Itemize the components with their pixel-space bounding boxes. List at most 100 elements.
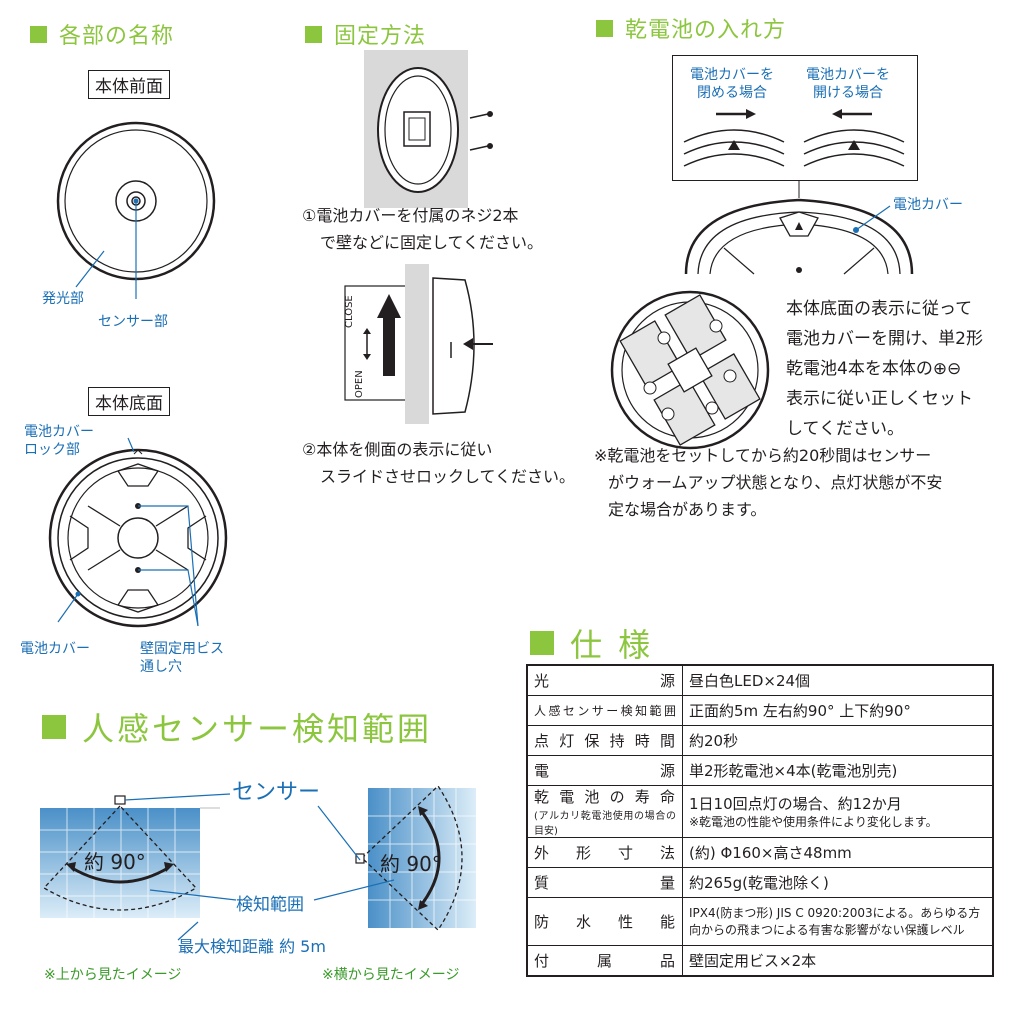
front-view-illustration — [56, 121, 216, 299]
heading-mount: 固定方法 — [305, 18, 426, 50]
table-row: 人感センサー検知範囲正面約5m 左右約90° 上下約90° — [526, 695, 994, 726]
mount-open-label: OPEN — [354, 370, 365, 398]
max-distance-label: 最大検知距離 約 5m — [178, 933, 326, 957]
spec-value-subtext: 向からの飛まつによる有害な影響がない保護レベル — [689, 922, 965, 937]
cover-slide-details — [683, 109, 905, 167]
heading-square-icon — [305, 25, 322, 43]
table-row: 光源昼白色LED×24個 — [526, 664, 994, 696]
spec-key: 点灯保持時間 — [526, 725, 683, 756]
spec-value-subtext: ※乾電池の性能や使用条件により変化します。 — [689, 814, 938, 829]
open-cover-line1: 電池カバーを — [806, 67, 890, 83]
heading-mount-text: 固定方法 — [334, 24, 427, 49]
battery-note-line2: がウォームアップ状態となり、点灯状態が不安 — [608, 473, 943, 492]
battery-text-line3: 乾電池4本を本体の⊕⊖ — [786, 359, 962, 379]
spec-value: IPX4(防まつ形) JIS C 0920:2003による。あらゆる方向からの飛… — [682, 897, 994, 946]
table-row: 電源単2形乾電池×4本(乾電池別売) — [526, 755, 994, 786]
close-cover-line1: 電池カバーを — [690, 67, 774, 83]
spec-value: 1日10回点灯の場合、約12か月※乾電池の性能や使用条件により変化します。 — [682, 785, 994, 838]
heading-square-icon — [30, 25, 47, 43]
light-emitter-label: 発光部 — [42, 291, 84, 307]
table-row: 乾電池の寿命(アルカリ乾電池使用の場合の目安)1日10回点灯の場合、約12か月※… — [526, 785, 994, 838]
close-cover-line2: 閉める場合 — [697, 85, 767, 101]
spec-value-text: IPX4(防まつ形) JIS C 0920:2003による。あらゆる方 — [689, 905, 981, 920]
spec-value: 正面約5m 左右約90° 上下約90° — [682, 695, 994, 726]
heading-spec: 仕 様 — [530, 620, 653, 666]
mount-step1-line1: ①電池カバーを付属のネジ2本 — [302, 206, 519, 225]
sensor-part-label: センサー部 — [98, 314, 168, 330]
spec-key: 光源 — [526, 664, 683, 696]
front-view-label: 本体前面 — [88, 70, 170, 99]
table-row: 質量約265g(乾電池除く) — [526, 867, 994, 898]
heading-square-icon — [596, 19, 613, 37]
open-cover-line2: 開ける場合 — [813, 85, 883, 101]
spec-key-text: 乾電池の寿命 — [534, 788, 676, 806]
table-row: 外形寸法(約) Φ160×高さ48mm — [526, 837, 994, 868]
lock-label-line1: 電池カバー — [24, 424, 94, 440]
battery-note-line3: 定な場合があります。 — [608, 500, 767, 519]
spec-value: 約20秒 — [682, 725, 994, 756]
heading-square-icon — [42, 715, 66, 739]
spec-key: 乾電池の寿命 (アルカリ乾電池使用の場合の目安) — [526, 785, 683, 838]
battery-cover-guide-box — [672, 55, 918, 181]
spec-key: 外形寸法 — [526, 837, 683, 868]
heading-sensor: 人感センサー検知範囲 — [42, 704, 432, 750]
spec-key: 電源 — [526, 755, 683, 786]
heading-square-icon — [530, 631, 554, 655]
heading-sensor-text: 人感センサー検知範囲 — [82, 710, 433, 748]
mount-step2-line1: ②本体を側面の表示に従い — [302, 440, 493, 459]
sensor-range-top-view — [40, 793, 231, 918]
battery-text-line2: 電池カバーを開け、単2形 — [786, 329, 983, 349]
mount-step1-line2: で壁などに固定してください。 — [320, 233, 544, 252]
battery-text-line5: してください。 — [786, 419, 904, 439]
heading-parts-text: 各部の名称 — [59, 24, 175, 49]
lock-label: 電池カバーロック部 — [24, 423, 94, 459]
sensor-label: センサー — [232, 780, 321, 805]
spec-key: 人感センサー検知範囲 — [526, 695, 683, 726]
spec-key: 質量 — [526, 867, 683, 898]
spec-value-text: 1日10回点灯の場合、約12か月 — [689, 794, 902, 813]
table-row: 付属品壁固定用ビス×2本 — [526, 945, 994, 977]
mount-step1: ①電池カバーを付属のネジ2本で壁などに固定してください。 — [302, 202, 543, 256]
screw-hole-label: 壁固定用ビス通し穴 — [140, 640, 224, 676]
battery-installation-illustration — [610, 290, 770, 450]
sensor-range-side-view — [355, 784, 476, 932]
spec-key-subtext: (アルカリ乾電池使用の場合の目安) — [534, 811, 676, 837]
spec-value: 単2形乾電池×4本(乾電池別売) — [682, 755, 994, 786]
battery-cover-illustration — [684, 180, 914, 275]
mount-step2: ②本体を側面の表示に従いスライドさせロックしてください。 — [302, 436, 575, 490]
mount-step2-line2: スライドさせロックしてください。 — [320, 467, 576, 486]
heading-battery: 乾電池の入れ方 — [596, 12, 786, 44]
battery-cover-part-label: 電池カバー — [20, 641, 90, 657]
mount-step1-illustration — [364, 50, 493, 208]
battery-note-line1: ※乾電池をセットしてから約20秒間はセンサー — [594, 446, 932, 465]
spec-table: 光源昼白色LED×24個 人感センサー検知範囲正面約5m 左右約90° 上下約9… — [526, 664, 994, 977]
mount-step2-illustration — [344, 264, 493, 424]
table-row: 点灯保持時間約20秒 — [526, 725, 994, 756]
close-cover-caption: 電池カバーを閉める場合 — [690, 66, 774, 102]
sensor-callout-lines — [149, 805, 395, 941]
side-view-angle: 約 90° — [380, 852, 442, 876]
spec-value: 壁固定用ビス×2本 — [682, 945, 994, 977]
heading-parts: 各部の名称 — [30, 18, 174, 50]
screw-hole-line2: 通し穴 — [140, 659, 182, 675]
battery-note: ※乾電池をセットしてから約20秒間はセンサー がウォームアップ状態となり、点灯状… — [594, 442, 942, 523]
screw-hole-line1: 壁固定用ビス — [140, 641, 224, 657]
heading-spec-text: 仕 様 — [570, 626, 654, 664]
max-distance-text: 最大検知距離 約 5m — [178, 937, 326, 956]
battery-text-line4: 表示に従い正しくセット — [786, 389, 973, 409]
heading-battery-text: 乾電池の入れ方 — [625, 18, 787, 43]
top-view-angle: 約 90° — [84, 850, 146, 874]
spec-value: (約) Φ160×高さ48mm — [682, 837, 994, 868]
mount-close-label: CLOSE — [344, 295, 355, 328]
battery-text-line1: 本体底面の表示に従って — [786, 299, 973, 319]
spec-key-text: 人感センサー検知範囲 — [534, 704, 676, 718]
battery-instructions: 本体底面の表示に従って 電池カバーを開け、単2形 乾電池4本を本体の⊕⊖ 表示に… — [786, 294, 983, 444]
spec-key: 付属品 — [526, 945, 683, 977]
bottom-view-label: 本体底面 — [88, 387, 170, 416]
spec-value: 約265g(乾電池除く) — [682, 867, 994, 898]
detection-range-label: 検知範囲 — [236, 895, 304, 915]
spec-value: 昼白色LED×24個 — [682, 664, 994, 696]
battery-cover-label: 電池カバー — [893, 197, 963, 213]
lock-label-line2: ロック部 — [24, 442, 80, 458]
